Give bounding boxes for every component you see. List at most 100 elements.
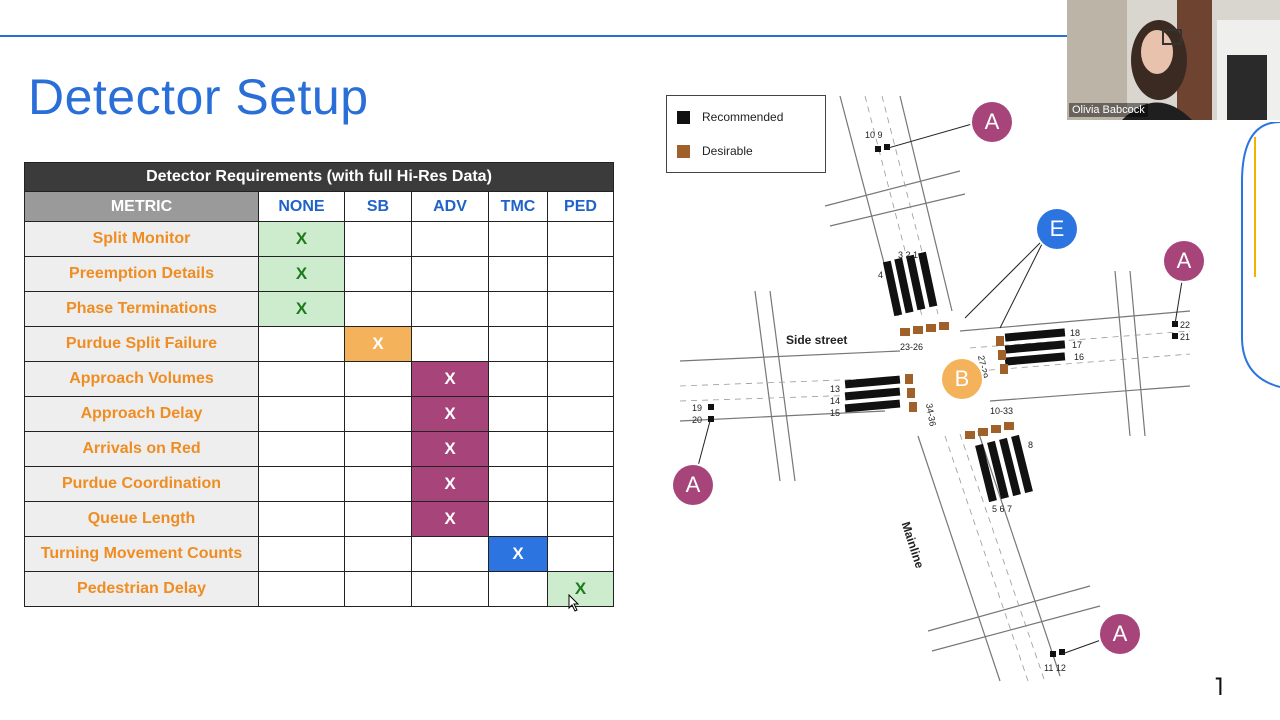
recommended-detectors <box>708 144 1178 657</box>
metric-label: Split Monitor <box>24 221 259 257</box>
det-label-15: 15 <box>830 408 840 418</box>
empty-cell <box>547 361 614 397</box>
metric-label: Approach Delay <box>24 396 259 432</box>
side-street-label: Side street <box>786 333 848 347</box>
table-row: Approach Volumes X <box>24 361 614 397</box>
det-label-14: 14 <box>830 396 840 406</box>
column-header-sb: SB <box>344 191 412 222</box>
badge-a-top: A <box>972 102 1012 142</box>
column-header-adv: ADV <box>411 191 489 222</box>
metric-label: Pedestrian Delay <box>24 571 259 607</box>
empty-cell <box>488 326 548 362</box>
column-header-tmc: TMC <box>488 191 548 222</box>
det-label-34-36: 34-36 <box>924 403 938 427</box>
det-label-16: 16 <box>1074 352 1084 362</box>
empty-cell <box>344 571 412 607</box>
requirement-mark-adv: X <box>411 501 489 537</box>
table-row: Queue Length X <box>24 501 614 537</box>
empty-cell <box>258 361 345 397</box>
det-label-11-12: 11 12 <box>1044 663 1066 673</box>
participant-video-tile[interactable]: Olivia Babcock <box>1067 0 1280 120</box>
empty-cell <box>488 221 548 257</box>
empty-cell <box>488 291 548 327</box>
det-label-3-2-1: 3 2 1 <box>898 250 918 260</box>
participant-name: Olivia Babcock <box>1069 103 1148 117</box>
empty-cell <box>411 256 489 292</box>
column-header-ped: PED <box>547 191 614 222</box>
empty-cell <box>344 431 412 467</box>
badge-a-bottom: A <box>1100 614 1140 654</box>
participant-video-image <box>1067 0 1280 120</box>
empty-cell <box>488 431 548 467</box>
empty-cell <box>411 221 489 257</box>
det-label-13: 13 <box>830 384 840 394</box>
title-rule <box>0 35 1068 37</box>
metric-label: Approach Volumes <box>24 361 259 397</box>
column-header-none: NONE <box>258 191 345 222</box>
metric-label: Phase Terminations <box>24 291 259 327</box>
empty-cell <box>258 536 345 572</box>
requirement-mark-tmc: X <box>488 536 548 572</box>
leader-lines <box>697 123 1183 655</box>
metric-label: Queue Length <box>24 501 259 537</box>
empty-cell <box>488 361 548 397</box>
empty-cell <box>547 536 614 572</box>
requirement-mark-adv: X <box>411 396 489 432</box>
empty-cell <box>344 536 412 572</box>
edge-accent-lines <box>1241 122 1280 388</box>
empty-cell <box>488 571 548 607</box>
badge-a-right: A <box>1164 241 1204 281</box>
empty-cell <box>258 326 345 362</box>
empty-cell <box>411 326 489 362</box>
empty-cell <box>488 396 548 432</box>
requirement-mark-none: X <box>258 256 345 292</box>
empty-cell <box>411 536 489 572</box>
slide-title: Detector Setup <box>28 69 369 125</box>
requirement-mark-adv: X <box>411 466 489 502</box>
empty-cell <box>258 466 345 502</box>
det-label-18: 18 <box>1070 328 1080 338</box>
empty-cell <box>258 396 345 432</box>
metric-label: Purdue Coordination <box>24 466 259 502</box>
badge-e: E <box>1037 209 1077 249</box>
desirable-detectors <box>900 322 1014 439</box>
metric-label: Purdue Split Failure <box>24 326 259 362</box>
table-row: Purdue Coordination X <box>24 466 614 502</box>
empty-cell <box>547 431 614 467</box>
legend-recommended-label: Recommended <box>702 110 784 124</box>
empty-cell <box>258 501 345 537</box>
badge-b: B <box>942 359 982 399</box>
det-label-10-33: 10-33 <box>990 406 1013 416</box>
empty-cell <box>547 256 614 292</box>
det-label-10-9: 10 9 <box>865 130 883 140</box>
requirement-mark-none: X <box>258 221 345 257</box>
empty-cell <box>344 361 412 397</box>
metric-label: Preemption Details <box>24 256 259 292</box>
requirement-mark-adv: X <box>411 361 489 397</box>
detector-requirements-table: Detector Requirements (with full Hi-Res … <box>24 162 614 607</box>
empty-cell <box>547 221 614 257</box>
badge-a-left: A <box>673 465 713 505</box>
empty-cell <box>411 291 489 327</box>
empty-cell <box>344 256 412 292</box>
slide-corner-glyph: ˥ <box>1214 674 1224 701</box>
empty-cell <box>488 501 548 537</box>
empty-cell <box>547 291 614 327</box>
empty-cell <box>344 396 412 432</box>
empty-cell <box>344 221 412 257</box>
det-label-19: 19 <box>692 403 702 413</box>
desirable-swatch <box>677 144 690 158</box>
table-row: Approach Delay X <box>24 396 614 432</box>
det-label-17: 17 <box>1072 340 1082 350</box>
column-header-metric: METRIC <box>24 191 259 222</box>
empty-cell <box>411 571 489 607</box>
det-label-21: 21 <box>1180 332 1190 342</box>
recommended-swatch <box>677 110 690 124</box>
det-label-20: 20 <box>692 415 702 425</box>
